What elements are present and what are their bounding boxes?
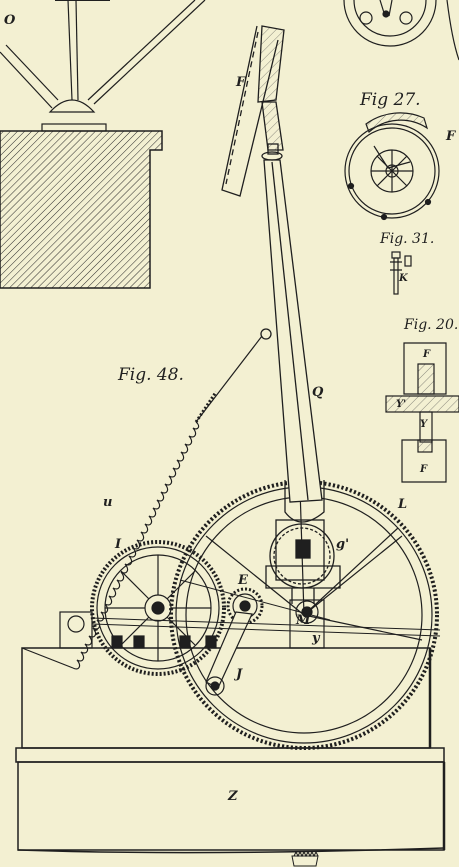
label-O: O bbox=[4, 13, 16, 28]
fig48-title: Fig. 48. bbox=[118, 365, 184, 385]
label-I: I bbox=[115, 537, 122, 552]
partial-wheel-top bbox=[343, 0, 459, 61]
hatched-foundation bbox=[0, 130, 163, 289]
label-L: L bbox=[398, 497, 408, 512]
label-F-blade: F bbox=[236, 75, 246, 90]
lever-arm bbox=[221, 25, 341, 604]
bearings bbox=[59, 579, 441, 649]
label-y: y bbox=[312, 631, 320, 646]
label-K: K bbox=[399, 273, 408, 284]
pinion-gear bbox=[90, 540, 226, 676]
label-E: E bbox=[238, 573, 248, 588]
label-F-fig20-top: F bbox=[423, 349, 431, 360]
spring bbox=[21, 335, 263, 670]
tripod-figure bbox=[0, 0, 206, 132]
label-F-fig20-bottom: F bbox=[420, 464, 428, 475]
label-Q: Q bbox=[312, 385, 324, 400]
small-gear-crank bbox=[205, 587, 264, 696]
label-g-prime: g' bbox=[336, 537, 350, 552]
label-Z: Z bbox=[228, 789, 238, 804]
fig20-title: Fig. 20. bbox=[404, 317, 459, 333]
fig31-title: Fig. 31. bbox=[380, 231, 435, 247]
label-u: u bbox=[103, 495, 113, 510]
label-Y-prime: Y' bbox=[396, 399, 407, 410]
label-F-edge: F bbox=[446, 129, 456, 144]
label-M: M bbox=[296, 613, 311, 628]
fig27-title: Fig 27. bbox=[360, 90, 421, 110]
fig27-wheel bbox=[344, 112, 440, 221]
fig31-bolt bbox=[390, 251, 412, 295]
label-Y: Y bbox=[420, 419, 428, 430]
label-J: J bbox=[236, 667, 243, 682]
printer-mark bbox=[291, 850, 319, 867]
fig20-assembly bbox=[385, 342, 459, 483]
base-block bbox=[15, 647, 446, 854]
